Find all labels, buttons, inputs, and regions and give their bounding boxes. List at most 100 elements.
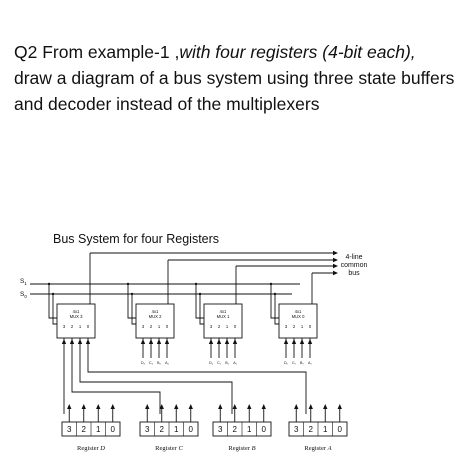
mux-input-label: 0: [234, 324, 237, 329]
select-s1-branch: [127, 284, 136, 319]
register-name: Register D: [77, 445, 105, 452]
register-bit-label: 0: [262, 425, 267, 434]
bus-arrow-head: [333, 270, 338, 276]
question-line-1: Q2 From example-1 ,with four registers (…: [14, 39, 470, 65]
register-name: Register C: [155, 445, 183, 452]
mux-type-label: 4x1: [220, 309, 227, 314]
register-name: Register B: [228, 445, 255, 452]
junction-dot: [194, 282, 198, 286]
mux-input-arrow: [164, 339, 170, 344]
junction-dot: [126, 282, 130, 286]
mux-bit-label: D₁: [209, 361, 214, 365]
diagram-wires: [30, 250, 338, 414]
mux-input-label: 2: [293, 324, 296, 329]
bus-label-line-2: common: [341, 262, 368, 269]
mux-box: [278, 303, 318, 339]
register-output-arrow: [81, 404, 86, 409]
register-output-arrow: [308, 404, 313, 409]
junction-dot: [47, 282, 51, 286]
mux-input-arrow: [299, 339, 305, 344]
question-line-2: draw a diagram of a bus system using thr…: [14, 68, 455, 88]
question-text: Q2 From example-1 ,with four registers (…: [14, 39, 470, 117]
mux-input-label: 2: [71, 324, 74, 329]
mux-input-arrow: [140, 339, 146, 344]
mux-bit-label: A₁: [233, 361, 237, 365]
register-output-arrow: [67, 404, 72, 409]
mux-input-arrow: [291, 339, 297, 344]
register-bit-label: 2: [82, 425, 87, 434]
register-bit-label: 2: [160, 425, 165, 434]
mux-input-label: 2: [218, 324, 221, 329]
register-bit-label: 2: [309, 425, 314, 434]
mux-box: [203, 303, 243, 339]
register-bit-label: 3: [145, 425, 150, 434]
register-output-arrow: [337, 404, 342, 409]
mux-input-arrow: [61, 339, 67, 344]
register-output-arrow: [188, 404, 193, 409]
register-bit-label: 3: [294, 425, 299, 434]
register-output-arrow: [232, 404, 237, 409]
mux-type-label: 4x1: [152, 309, 159, 314]
mux-input-label: 0: [166, 324, 169, 329]
mux-bit-label: C₀: [292, 361, 297, 365]
mux-input-label: 1: [158, 324, 161, 329]
question-line-3: and decoder instead of the multiplexers: [14, 94, 320, 114]
register-bit-label: 0: [111, 425, 116, 434]
register-bit-label: 3: [218, 425, 223, 434]
register-name-letter: C: [178, 445, 183, 452]
mux-input-label: 1: [226, 324, 229, 329]
diagram-title: Bus System for four Registers: [53, 232, 219, 246]
register-bit-label: 2: [233, 425, 238, 434]
reg-c-wire: [71, 358, 161, 414]
register-name-letter: B: [252, 445, 256, 452]
junction-dot: [269, 282, 273, 286]
select-s0-branch: [52, 294, 57, 325]
mux-input-arrow: [77, 339, 83, 344]
question-line-1-prefix: Q2 From example-1 ,: [14, 42, 180, 62]
mux-input-label: 2: [150, 324, 153, 329]
register-output-arrow: [145, 404, 150, 409]
mux-box: [135, 303, 175, 339]
mux-bit-label: A₀: [308, 361, 312, 365]
select-input-s1: S1: [20, 278, 27, 286]
mux-bit-label: D₂: [141, 361, 146, 365]
mux-type-label: 4x1: [73, 309, 80, 314]
mux-input-label: 1: [79, 324, 82, 329]
mux-input-label: 0: [309, 324, 312, 329]
mux-input-label: 0: [87, 324, 90, 329]
register-output-arrow: [96, 404, 101, 409]
select-s0-branch: [131, 294, 136, 325]
mux-input-arrow: [156, 339, 162, 344]
select-input-s0: S0: [20, 291, 27, 299]
register-bit-label: 1: [174, 425, 179, 434]
select-s1-branch: [270, 284, 279, 319]
mux-bit-label: D₀: [284, 361, 289, 365]
register-bit-label: 0: [338, 425, 343, 434]
register-name-word: Register: [228, 445, 251, 452]
register-name: Register A: [304, 445, 331, 452]
bus-arrow-head: [333, 250, 338, 256]
register-name-word: Register: [304, 445, 327, 452]
junction-dot: [130, 292, 134, 296]
mux-type-label: 4x1: [295, 309, 302, 314]
mux-bit-label: C₁: [217, 361, 222, 365]
register-output-arrow: [174, 404, 179, 409]
junction-dot: [51, 292, 55, 296]
mux-input-arrow: [307, 339, 313, 344]
select-s1-branch: [195, 284, 204, 319]
register-output-arrow: [247, 404, 252, 409]
register-name-letter: A: [327, 445, 332, 452]
register-name-letter: D: [99, 445, 105, 452]
mux-input-arrow: [69, 339, 75, 344]
junction-dot: [198, 292, 202, 296]
register-output-arrow: [261, 404, 266, 409]
